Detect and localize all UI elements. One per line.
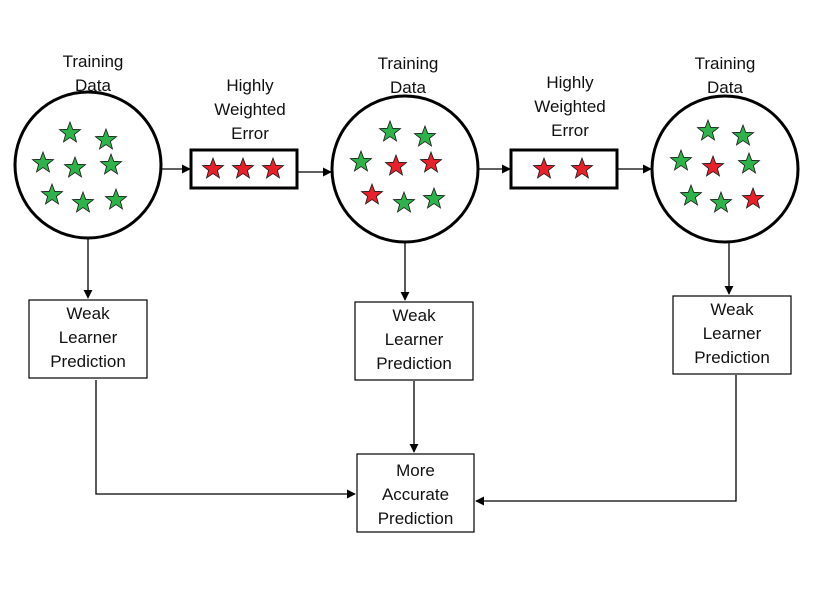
weak-learner-box-1	[28, 299, 148, 379]
weak-learner-label-3: Weak Learner Prediction	[694, 300, 770, 367]
star-circle-3-2	[731, 123, 755, 146]
star-circle-3-6	[679, 183, 703, 206]
star-error-box-2-1	[532, 156, 556, 179]
final-prediction-label: More Accurate Prediction	[377, 461, 454, 528]
star-error-box-1-2	[231, 156, 255, 179]
error-label-1: Highly Weighted Error	[214, 76, 286, 143]
star-circle-3-5	[737, 151, 761, 174]
star-circle-1-7	[71, 190, 95, 213]
star-circle-1-4	[63, 155, 87, 178]
star-circle-2-3	[349, 149, 373, 172]
star-circle-2-6	[360, 182, 384, 205]
star-circle-2-4	[384, 153, 408, 176]
star-error-box-2-2	[570, 156, 594, 179]
error-label-2: Highly Weighted Error	[534, 73, 606, 140]
star-circle-1-1	[58, 120, 82, 143]
star-circle-1-8	[104, 187, 128, 210]
star-circle-2-7	[392, 190, 416, 213]
training-data-label-2: Training Data	[377, 54, 439, 97]
star-error-box-1-1	[201, 156, 225, 179]
star-circle-3-4	[701, 154, 725, 177]
training-data-circle-3	[650, 94, 800, 244]
weak-learner-label-2: Weak Learner Prediction	[376, 306, 452, 373]
star-circle-3-7	[709, 190, 733, 213]
star-circle-2-5	[419, 150, 443, 173]
star-circle-2-1	[378, 119, 402, 142]
weak-learner-label-1: Weak Learner Prediction	[50, 304, 126, 371]
star-circle-3-1	[696, 118, 720, 141]
stars-layer	[31, 118, 765, 213]
star-circle-3-3	[669, 148, 693, 171]
training-data-circle-1	[13, 90, 163, 240]
weak-learner-box-2	[354, 301, 474, 381]
star-circle-1-2	[94, 127, 118, 150]
star-circle-1-5	[99, 152, 123, 175]
arrow-weak3-to-final	[475, 375, 737, 506]
star-error-box-1-3	[261, 156, 285, 179]
star-circle-3-8	[741, 186, 765, 209]
training-data-circle-2	[330, 94, 480, 244]
star-circle-2-2	[413, 124, 437, 147]
arrow-weak1-to-final	[95, 380, 356, 499]
training-data-label-1: Training Data	[62, 52, 124, 95]
star-circle-1-3	[31, 150, 55, 173]
final-prediction-box	[356, 453, 475, 533]
error-box-2	[509, 148, 619, 190]
star-circle-1-6	[40, 182, 64, 205]
training-data-label-3: Training Data	[694, 54, 756, 97]
star-circle-2-8	[422, 186, 446, 209]
weak-learner-box-3	[672, 295, 792, 375]
